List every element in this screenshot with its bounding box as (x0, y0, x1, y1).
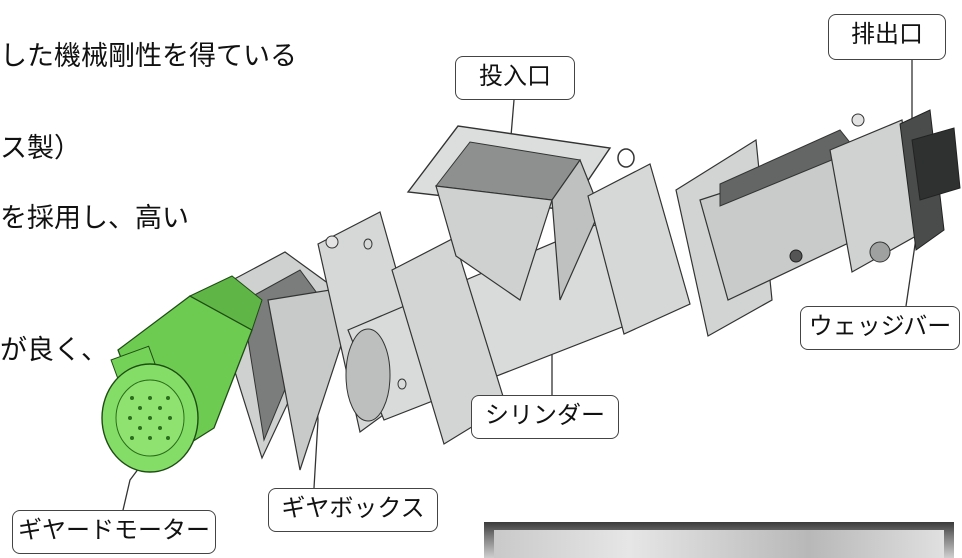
callout-gearbox: ギヤボックス (268, 488, 438, 532)
callout-wedge-bar: ウェッジバー (800, 306, 960, 350)
callout-geared-motor: ギヤードモーター (12, 510, 216, 554)
machine-photo (484, 522, 954, 558)
callout-outlet: 排出口 (828, 14, 946, 60)
discharge-section (587, 109, 961, 337)
text-line-1: した機械剛性を得ている (0, 41, 297, 72)
callout-inlet: 投入口 (455, 56, 575, 100)
geared-motor (101, 275, 263, 473)
text-line-3: を採用し、高い (0, 203, 189, 234)
text-line-4: が良く、 (0, 335, 108, 366)
text-line-2: ス製） (0, 133, 81, 164)
motor-vent-holes (128, 396, 172, 440)
inlet-hopper (406, 125, 612, 301)
photo-detail (494, 530, 944, 558)
callout-cylinder: シリンダー (471, 395, 619, 439)
